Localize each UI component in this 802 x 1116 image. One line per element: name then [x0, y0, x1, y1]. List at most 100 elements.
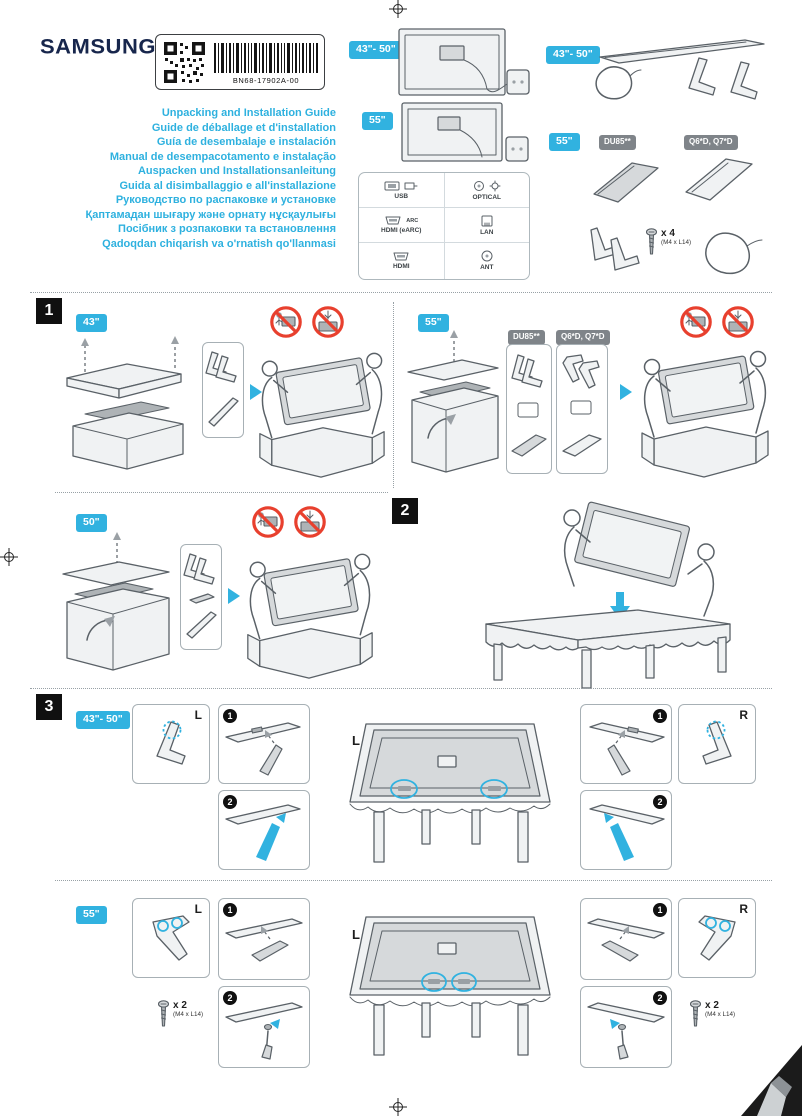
qr-code-icon [162, 40, 207, 85]
step-1-number: 1 [223, 903, 237, 917]
size-label-55: 55" [549, 133, 580, 151]
port-cell-ant: ANT [445, 243, 530, 278]
stand-parts-illustration [183, 553, 217, 639]
ports-panel: USB OPTICAL ARC HDMI (eARC) LAN [358, 172, 530, 280]
lock-foot-step-illustration [225, 804, 301, 861]
model-label-q6: Q6*D, Q7*D [556, 330, 610, 345]
prohibition-press-screen-icon [294, 506, 326, 538]
size-label-43-50: 43"- 50" [76, 711, 130, 729]
lock-foot-step-illustration [589, 804, 665, 861]
left-marker: L [194, 708, 202, 722]
port-label-lan: LAN [480, 228, 494, 236]
foot-detail-right-box: R [678, 898, 756, 978]
lan-port-icon [481, 215, 493, 227]
step-1-number: 1 [653, 903, 667, 917]
screws-x2-note: x 2 (M4 x L14) [158, 1000, 203, 1028]
next-arrow-icon [620, 384, 632, 400]
divider [30, 292, 772, 293]
attach-foot-step-illustration [225, 722, 301, 776]
part-number: BN68-17902A-00 [232, 76, 300, 85]
size-label-55: 55" [418, 314, 449, 332]
box-opening-illustration [66, 336, 184, 470]
stand-brackets-illustration [590, 227, 640, 271]
port-label-hdmi-earc: HDMI (eARC) [381, 227, 422, 235]
stand-plate-illustration [685, 158, 753, 201]
two-people-lifting-illustration [247, 553, 373, 679]
step-2-number: 2 [223, 795, 237, 809]
title-line: Qadoqdan chiqarish va o'rnatish qo'llanm… [102, 237, 336, 250]
screw-icon [158, 1000, 169, 1027]
tv-back-cable-illustration [401, 102, 529, 162]
step-1-box: 1 [580, 704, 672, 784]
foot-detail-left-box: L [132, 704, 210, 784]
screw-icon [690, 1000, 701, 1027]
antenna-port-icon [481, 250, 493, 262]
registration-mark-icon [389, 0, 407, 18]
screw-spec: (M4 x L14) [173, 1011, 204, 1018]
step-1-box: 1 [218, 898, 310, 980]
step-1-box: 1 [580, 898, 672, 980]
title-line: Посібник з розпаковки та встановлення [118, 223, 336, 235]
registration-mark-icon [389, 1098, 407, 1116]
screw-spec: (M4 x L14) [661, 239, 692, 246]
two-people-lifting-illustration [259, 352, 385, 478]
step-1-number: 1 [653, 709, 667, 723]
size-label-55: 55" [76, 906, 107, 924]
section-3-number: 3 [36, 694, 62, 720]
title-line: Guía de desembalaje e instalación [156, 136, 336, 148]
slide-foot-step-illustration [225, 918, 303, 962]
box-opening-illustration [62, 532, 170, 671]
hdmi-port-icon [385, 216, 401, 225]
du85-stand-parts-illustration [511, 354, 547, 457]
stand-foot-detail-illustration [698, 915, 736, 961]
stand-parts-box [202, 342, 244, 438]
size-label-50: 50" [76, 514, 107, 532]
step-1-number: 1 [223, 709, 237, 723]
screw-spec: (M4 x L14) [705, 1011, 736, 1018]
divider [30, 688, 772, 689]
ports-row: USB OPTICAL [359, 173, 529, 209]
port-label-hdmi: HDMI [392, 262, 410, 270]
foot-detail-left-box: L [132, 898, 210, 978]
model-label-du85: DU85** [599, 135, 636, 150]
prohibition-carry-alone-icon [252, 506, 284, 538]
label-sticker: BN68-17902A-00 [155, 34, 325, 90]
foot-detail-right-box: R [678, 704, 756, 784]
model-label-du85: DU85** [508, 330, 545, 345]
size-label-43: 43" [76, 314, 107, 332]
section-1-number: 1 [36, 298, 62, 324]
port-label-arc: ARC [406, 217, 419, 224]
title-line: Руководство по распаковке и установке [115, 194, 336, 206]
page-turn-corner-icon [741, 1045, 802, 1116]
prohibition-carry-alone-icon [270, 306, 302, 338]
usb-port-icon [384, 181, 418, 191]
title-line: Manual de desempacotamento e instalação [109, 150, 336, 163]
prohibition-press-screen-icon [312, 306, 344, 338]
slide-foot-step-illustration [587, 918, 665, 962]
port-label-ant: ANT [480, 264, 494, 272]
step-2-box: 2 [218, 790, 310, 870]
port-label-usb: USB [394, 192, 409, 200]
barcode-icon [214, 43, 318, 73]
stand-bar-illustration [599, 39, 765, 64]
two-people-lifting-illustration [641, 350, 769, 478]
model-label-q6: Q6*D, Q7*D [684, 135, 738, 150]
screw-quantity: x 4 [661, 228, 675, 239]
box-opening-illustration [407, 330, 499, 473]
step-1-box: 1 [218, 704, 310, 784]
screws-x4-note: x 4 (M4 x L14) [646, 228, 691, 256]
port-cell-lan: LAN [445, 208, 530, 242]
ports-row: ARC HDMI (eARC) LAN [359, 208, 530, 244]
stand-parts-box [180, 544, 222, 650]
step-2-number: 2 [223, 991, 237, 1005]
screw-feet-step-illustration [225, 1002, 303, 1060]
attach-foot-step-illustration [589, 722, 665, 776]
size-label-43-50: 43"- 50" [349, 41, 403, 59]
port-cell-hdmi-earc: ARC HDMI (eARC) [359, 208, 445, 243]
port-cell-hdmi: HDMI [359, 243, 445, 279]
multilanguage-titles: Unpacking and Installation Guide Guide d… [58, 106, 336, 251]
cable-tie-illustration [595, 66, 642, 100]
tv-back-cable-illustration [398, 28, 530, 96]
stand-parts-illustration [205, 351, 239, 427]
